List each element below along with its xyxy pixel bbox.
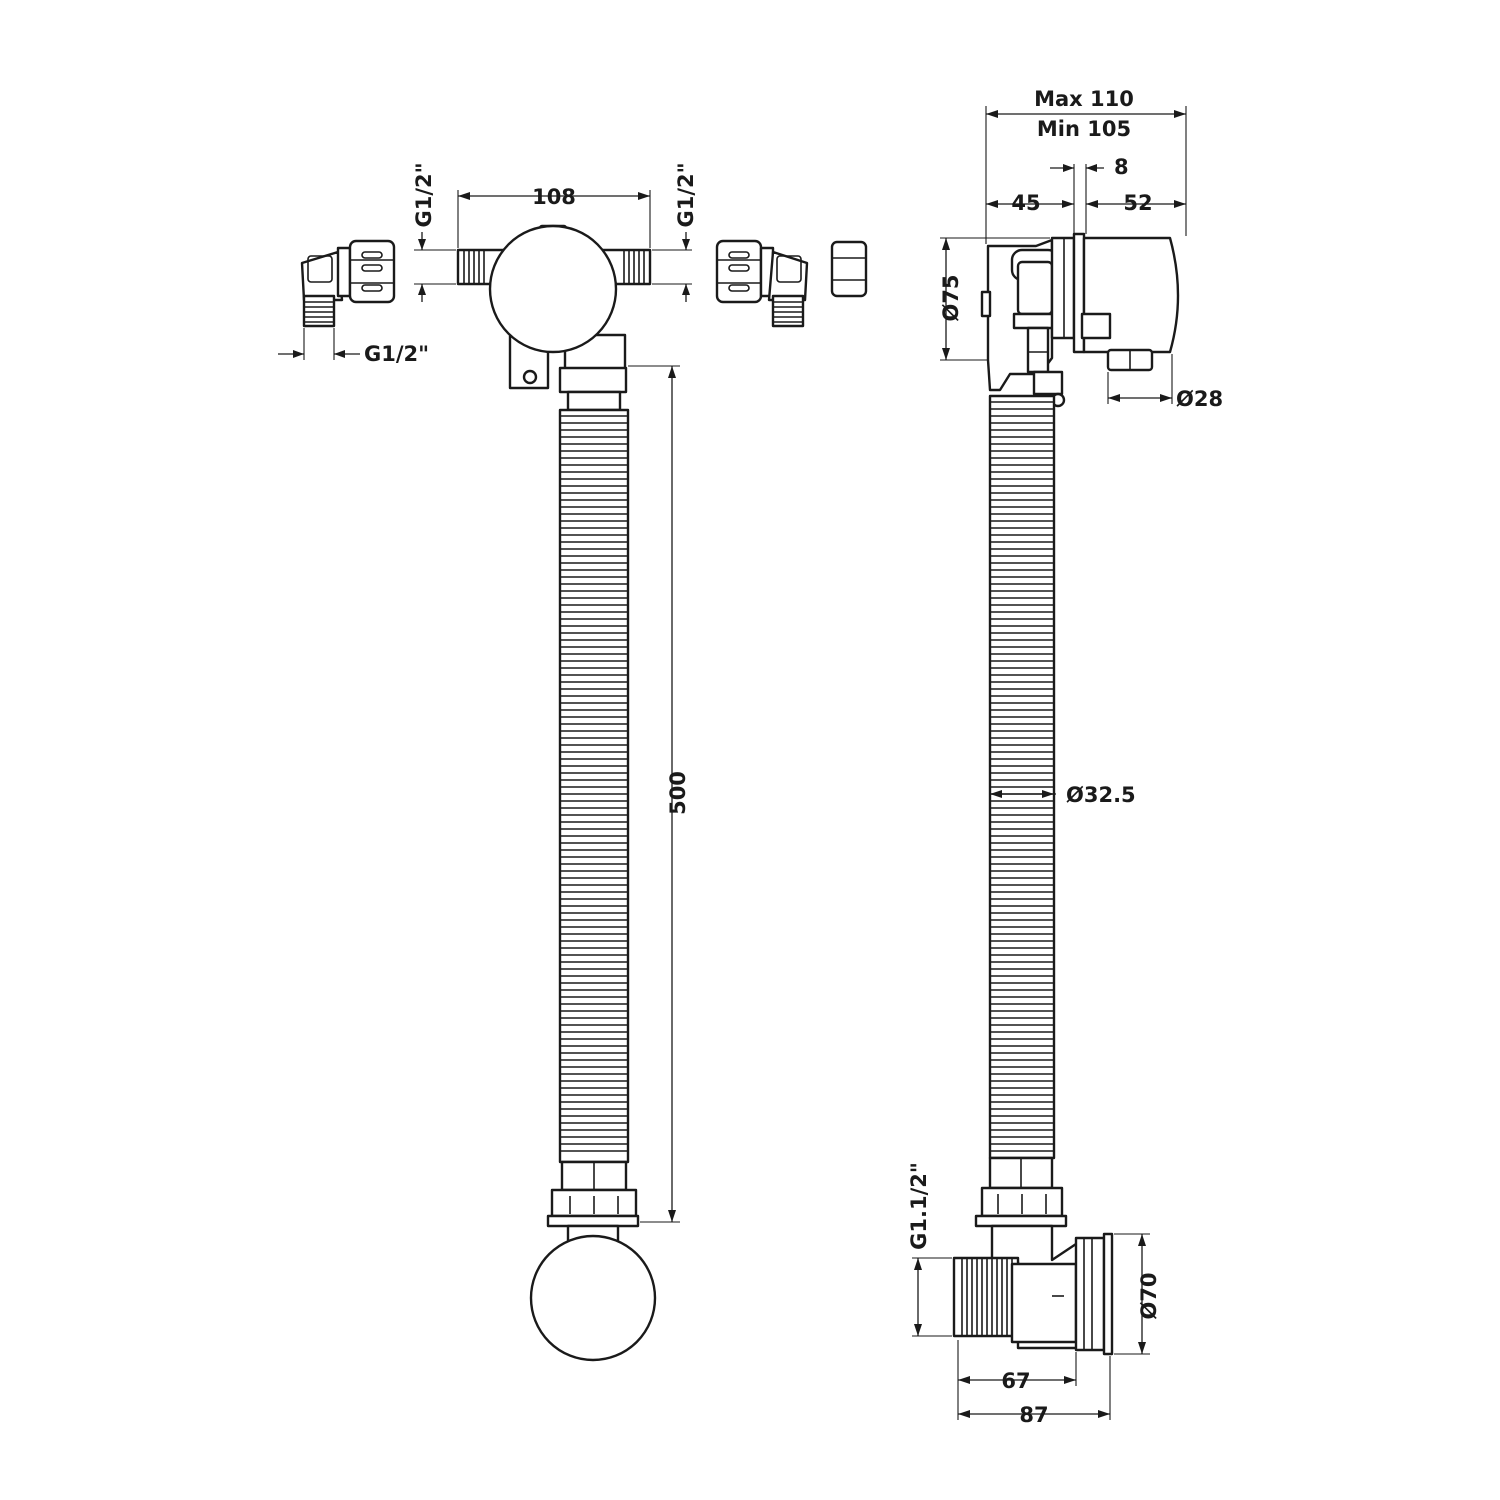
side-dimensions bbox=[912, 106, 1187, 1420]
outlet-depth-inner-label: 67 bbox=[1001, 1369, 1030, 1393]
outlet-thread-label: G1.1/2" bbox=[907, 1162, 931, 1250]
depth-min-label: Min 105 bbox=[1037, 117, 1131, 141]
hose-diameter-label: Ø32.5 bbox=[1066, 783, 1136, 807]
body-diameter-label: Ø75 bbox=[939, 274, 963, 321]
side-view: Max 110 Min 105 8 45 52 Ø75 Ø28 Ø32.5 G1… bbox=[907, 87, 1223, 1427]
corrugated-hose-front bbox=[558, 408, 630, 1164]
left-elbow-fitting bbox=[300, 239, 396, 328]
right-inlet-thread-label: G1/2" bbox=[674, 162, 698, 227]
elbow-thread-label: G1/2" bbox=[364, 342, 429, 366]
depth-max-label: Max 110 bbox=[1034, 87, 1134, 111]
waste-connector-front bbox=[529, 1160, 657, 1362]
corrugated-hose-side bbox=[988, 394, 1056, 1160]
body-depth-label: 45 bbox=[1011, 191, 1040, 215]
handle-diameter-label: Ø28 bbox=[1176, 387, 1223, 411]
front-view: 108 G1/2" G1/2" G1/2" 500 bbox=[278, 162, 868, 1362]
waste-connector-side bbox=[952, 1156, 1114, 1356]
hose-length-label: 500 bbox=[666, 771, 690, 815]
right-elbow-fitting bbox=[715, 239, 809, 328]
left-inlet-thread-label: G1/2" bbox=[412, 162, 436, 227]
hose-collar-top bbox=[558, 366, 628, 394]
front-dimensions bbox=[278, 190, 692, 1223]
flange-label: 8 bbox=[1114, 155, 1129, 179]
handle-depth-label: 52 bbox=[1123, 191, 1152, 215]
waste-cap-front bbox=[529, 1234, 657, 1362]
inlet-spacing-label: 108 bbox=[532, 185, 576, 209]
valve-body bbox=[456, 224, 652, 390]
valve-body-side bbox=[980, 232, 1180, 408]
outlet-depth-outer-label: 87 bbox=[1019, 1403, 1048, 1427]
hex-nut bbox=[830, 240, 868, 298]
hose-cuff-top bbox=[566, 390, 622, 412]
waste-diameter-label: Ø70 bbox=[1137, 1272, 1161, 1319]
